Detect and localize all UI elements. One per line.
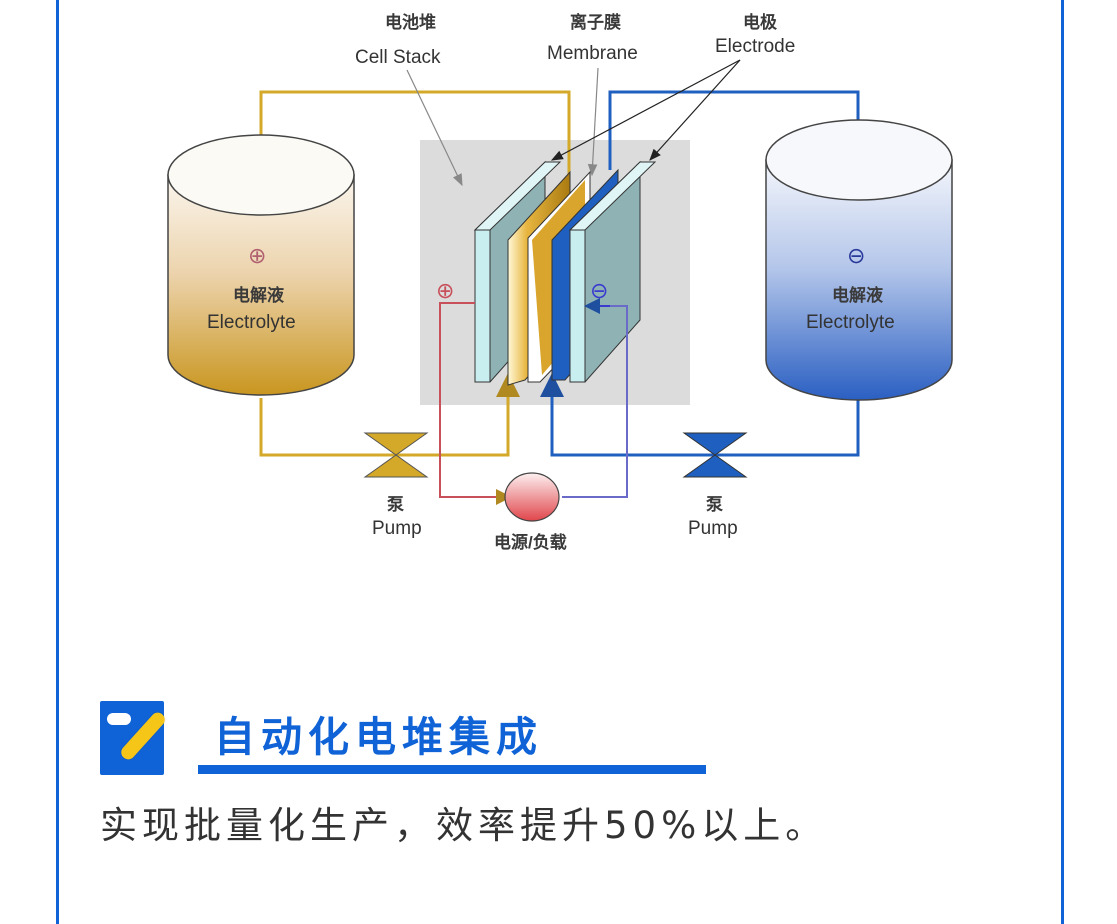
diagram-graphics — [167, 59, 953, 522]
pencil-note-icon — [100, 701, 168, 775]
right-frame-border — [1061, 0, 1064, 924]
membrane-pointer — [587, 67, 599, 177]
section-body-text: 实现批量化生产，效率提升50%以上。 — [100, 804, 828, 847]
left-tank-label-zh: 电解液 — [233, 286, 284, 305]
title-underline — [198, 765, 706, 774]
right-tank-label-zh: 电解液 — [832, 286, 883, 305]
power-load-icon — [504, 472, 560, 522]
right-tank-label-en: Electrolyte — [806, 312, 895, 333]
left-pump-icon — [363, 432, 429, 478]
cell-stack-label-en: Cell Stack — [355, 47, 441, 68]
cell-stack-pointer — [406, 69, 463, 187]
electrode-label-en: Electrode — [715, 36, 796, 57]
left-tank-label-en: Electrolyte — [207, 312, 296, 333]
cell-stack-plates — [473, 160, 657, 386]
right-tank-negative-sign: ⊖ — [847, 243, 866, 268]
electrode-pointer-2 — [649, 59, 741, 161]
left-tank-positive-sign: ⊕ — [248, 243, 267, 268]
negative-electrolyte-tank — [765, 119, 953, 401]
power-load-label: 电源/负载 — [494, 533, 567, 552]
left-pump-label-zh: 泵 — [387, 495, 404, 514]
electrode-pointer-1 — [550, 59, 741, 161]
right-pump-label-zh: 泵 — [706, 495, 723, 514]
stack-positive-terminal: ⊕ — [436, 278, 455, 303]
right-pump-icon — [682, 432, 748, 478]
section-title: 自动化电堆集成 — [214, 713, 543, 761]
electrode-label-zh: 电极 — [743, 13, 777, 32]
positive-electrolyte-tank — [167, 134, 355, 396]
left-pump-label-en: Pump — [372, 518, 422, 539]
cell-stack-label-zh: 电池堆 — [385, 13, 436, 32]
right-pump-label-en: Pump — [688, 518, 738, 539]
membrane-label-en: Membrane — [547, 43, 638, 64]
stack-negative-terminal: ⊖ — [590, 278, 609, 303]
left-frame-border — [56, 0, 59, 924]
membrane-label-zh: 离子膜 — [570, 13, 621, 32]
flow-battery-diagram: 电池堆 Cell Stack 离子膜 Membrane 电极 Electrode… — [140, 0, 980, 580]
